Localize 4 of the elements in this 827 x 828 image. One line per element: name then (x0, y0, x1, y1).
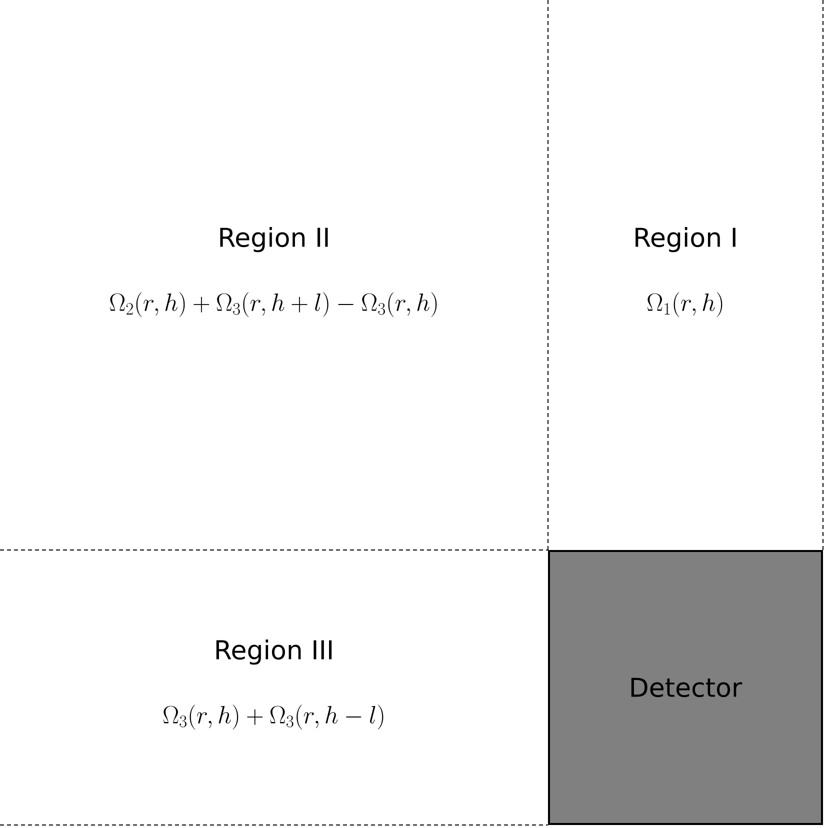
region-label: Region III $\Omega_3(r,h) + \Omega_3(r,h-l)$ (163, 640, 384, 730)
region-label: Region II $\Omega_2(r,h) + \Omega_3(r,h+l) - \Omega_3(r,h)$ (110, 227, 437, 317)
detector-box: Detector (548, 550, 823, 825)
region-label: Region I $\Omega_1(r,h)$ (636, 227, 736, 317)
